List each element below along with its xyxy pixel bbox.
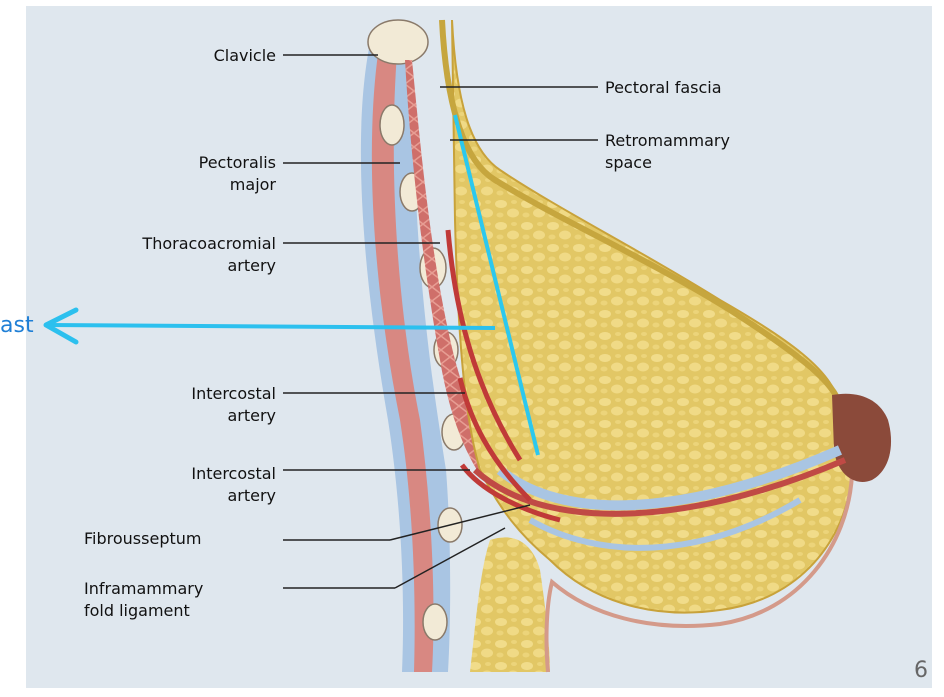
label-clavicle: Clavicle xyxy=(150,45,276,67)
label-retromammary-space: Retromammary space xyxy=(605,130,730,174)
lower-chest-fat xyxy=(470,537,550,672)
callout-text: ast xyxy=(0,313,34,338)
breast-tissue xyxy=(452,20,852,613)
clavicle-bone xyxy=(368,20,428,64)
label-pectoralis-major: Pectoralis major xyxy=(150,152,276,196)
label-thoracoacromial-artery: Thoracoacromial artery xyxy=(50,233,276,277)
callout-arrow-shaft xyxy=(48,325,495,328)
label-fibrousseptum: Fibrousseptum xyxy=(84,528,201,550)
label-inframammary-fold-ligament: Inframammary fold ligament xyxy=(84,578,203,622)
page-number: 6 xyxy=(914,658,928,683)
label-intercostal-artery-1: Intercostal artery xyxy=(120,383,276,427)
label-intercostal-artery-2: Intercostal artery xyxy=(120,463,276,507)
nipple xyxy=(832,394,891,482)
label-pectoral-fascia: Pectoral fascia xyxy=(605,77,722,99)
